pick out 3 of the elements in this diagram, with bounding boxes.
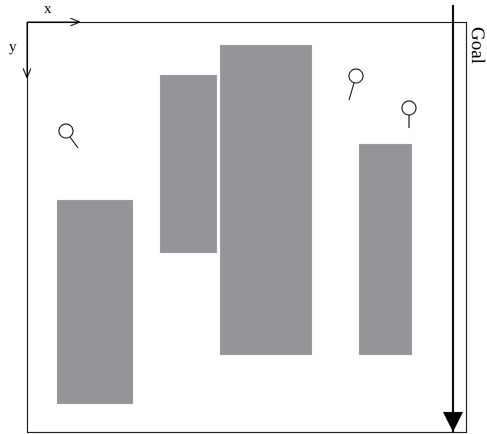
goal-label: Goal	[468, 27, 487, 64]
axis-label: x	[44, 2, 52, 17]
axis-label: y	[9, 40, 16, 55]
